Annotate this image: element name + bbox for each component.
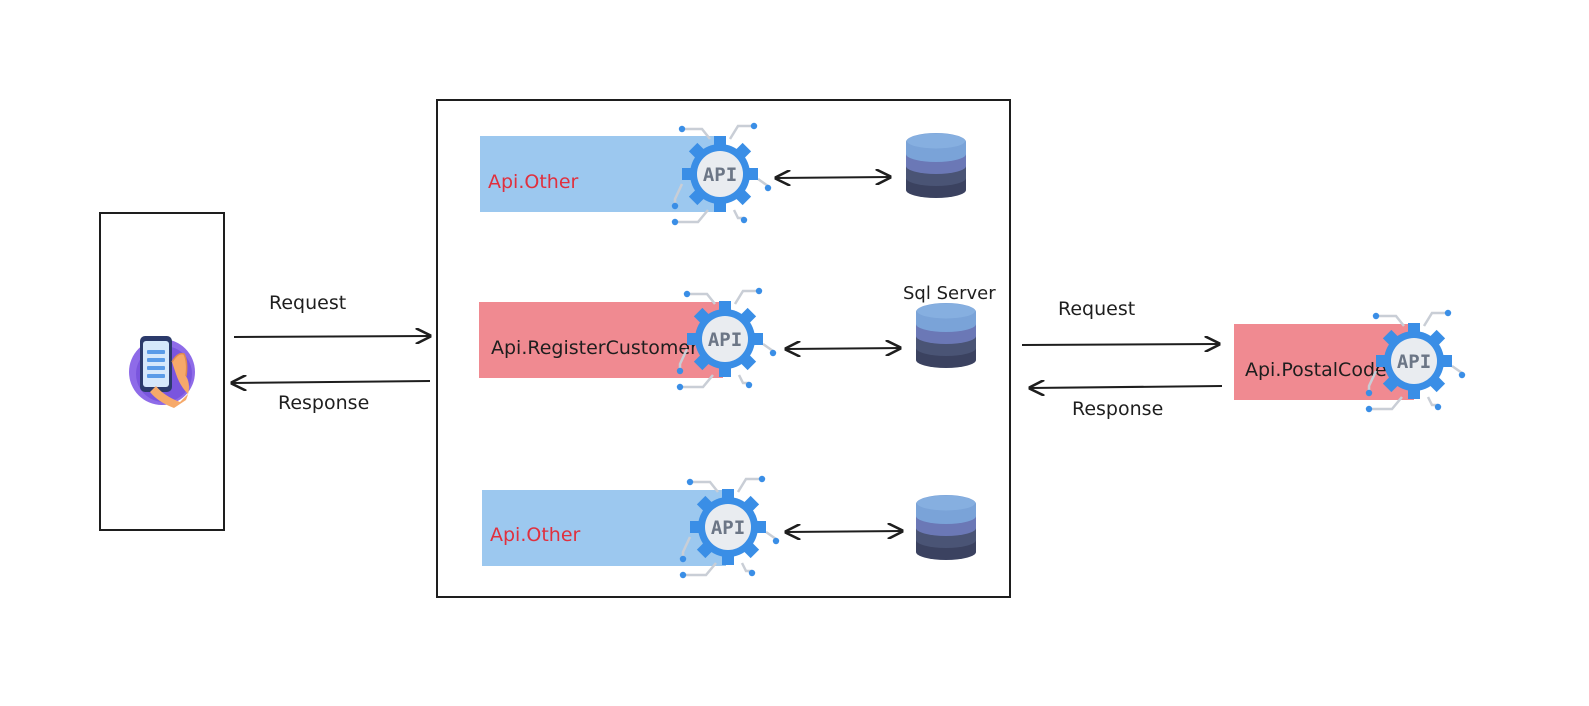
client-box: [99, 212, 225, 531]
api-register-label: Api.RegisterCustomer: [491, 337, 698, 359]
database-icon: [906, 133, 966, 198]
request-arrow-left: [233, 336, 430, 337]
sql-server-label: Sql Server: [903, 283, 996, 304]
api-postal-label: Api.PostalCode: [1245, 359, 1387, 381]
mobile-phone-hand-icon: [129, 336, 195, 408]
database-icon: [916, 495, 976, 560]
api-register-db-arrow: [786, 348, 900, 349]
api-gear-icon: API: [678, 474, 781, 580]
response-arrow-right: [1030, 386, 1223, 388]
request-label-right: Request: [1058, 298, 1135, 320]
api-gear-icon: API: [675, 286, 778, 392]
svg-text:API: API: [708, 329, 742, 351]
api-other-bottom-label: Api.Other: [490, 524, 581, 546]
database-icon: [916, 303, 976, 368]
api-register-bar: [479, 302, 723, 378]
svg-text:API: API: [711, 517, 745, 539]
api-other-top-bar: [480, 136, 720, 212]
api-other-top-label: Api.Other: [488, 171, 579, 193]
response-arrow-left: [232, 381, 431, 383]
svg-text:API: API: [1397, 351, 1431, 373]
request-label-left: Request: [269, 292, 346, 314]
response-label-left: Response: [278, 392, 369, 414]
svg-text:API: API: [703, 164, 737, 186]
api-other-bottom-bar: [482, 490, 726, 566]
api-other-top-db-arrow: [776, 177, 890, 178]
system-box: [436, 99, 1011, 598]
api-gear-icon: API: [670, 121, 773, 227]
request-arrow-right: [1021, 344, 1219, 345]
api-other-bottom-db-arrow: [786, 531, 902, 532]
api-gear-icon: API: [1364, 308, 1467, 414]
response-label-right: Response: [1072, 398, 1163, 420]
